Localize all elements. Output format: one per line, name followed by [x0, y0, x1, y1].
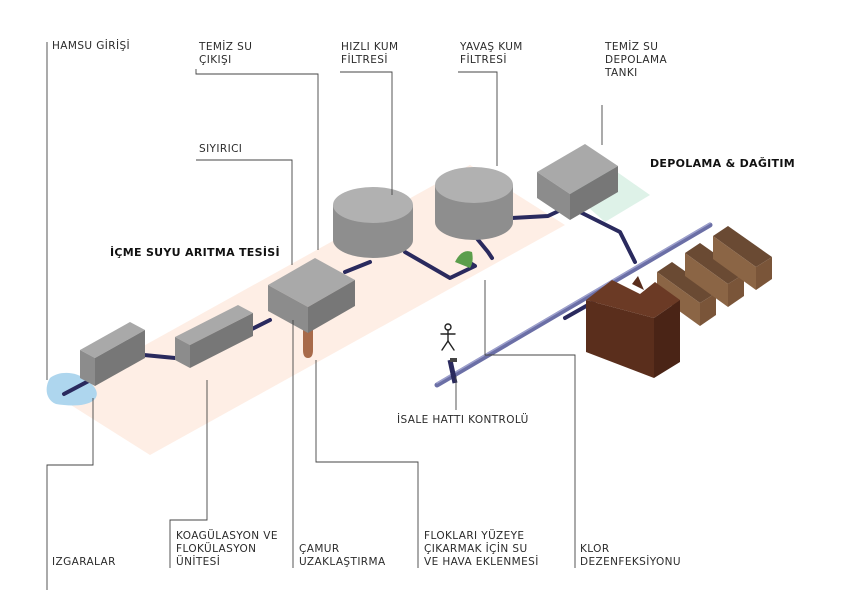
house-2	[685, 243, 744, 307]
label-slow-sand-filter: YAVAŞ KUM FİLTRESİ	[460, 41, 523, 66]
label-clean-water-outlet: TEMİZ SU ÇIKIŞI	[199, 41, 253, 66]
section-treatment-plant: İÇME SUYU ARITMA TESİSİ	[110, 246, 280, 259]
sedimentation-unit	[268, 258, 355, 333]
section-storage-distribution: DEPOLAMA & DAĞITIM	[650, 157, 795, 170]
label-raw-water-inlet: HAMSU GİRİŞİ	[52, 40, 131, 52]
label-scraper: SIYIRICI	[199, 143, 243, 155]
label-clean-water-tank: TEMİZ SU DEPOLAMA TANKI	[605, 41, 668, 79]
label-water-air-addition: FLOKLARI YÜZEYE ÇIKARMAK İÇİN SU VE HAVA…	[424, 530, 539, 568]
screening-unit	[80, 322, 145, 386]
rapid-sand-filter	[333, 187, 413, 258]
label-screens: IZGARALAR	[52, 556, 116, 568]
green-flask	[455, 251, 473, 268]
slow-sand-filter	[435, 167, 513, 240]
leader-lines	[46, 42, 603, 590]
label-rapid-sand-filter: HIZLI KUM FİLTRESİ	[341, 41, 399, 66]
clean-water-tank	[537, 144, 618, 220]
factory	[586, 276, 680, 378]
coagulation-unit	[175, 305, 253, 368]
label-coagulation-flocculation: KOAGÜLASYON VE FLOKÜLASYON ÜNİTESİ	[176, 530, 278, 568]
person-figure	[440, 323, 456, 351]
house-3	[713, 226, 772, 290]
label-main-line-control: İSALE HATTI KONTROLÜ	[397, 414, 529, 426]
label-chlorine-disinfection: KLOR DEZENFEKSİYONU	[580, 543, 681, 568]
distribution-main	[434, 222, 713, 388]
label-sludge-removal: ÇAMUR UZAKLAŞTIRMA	[299, 543, 386, 568]
